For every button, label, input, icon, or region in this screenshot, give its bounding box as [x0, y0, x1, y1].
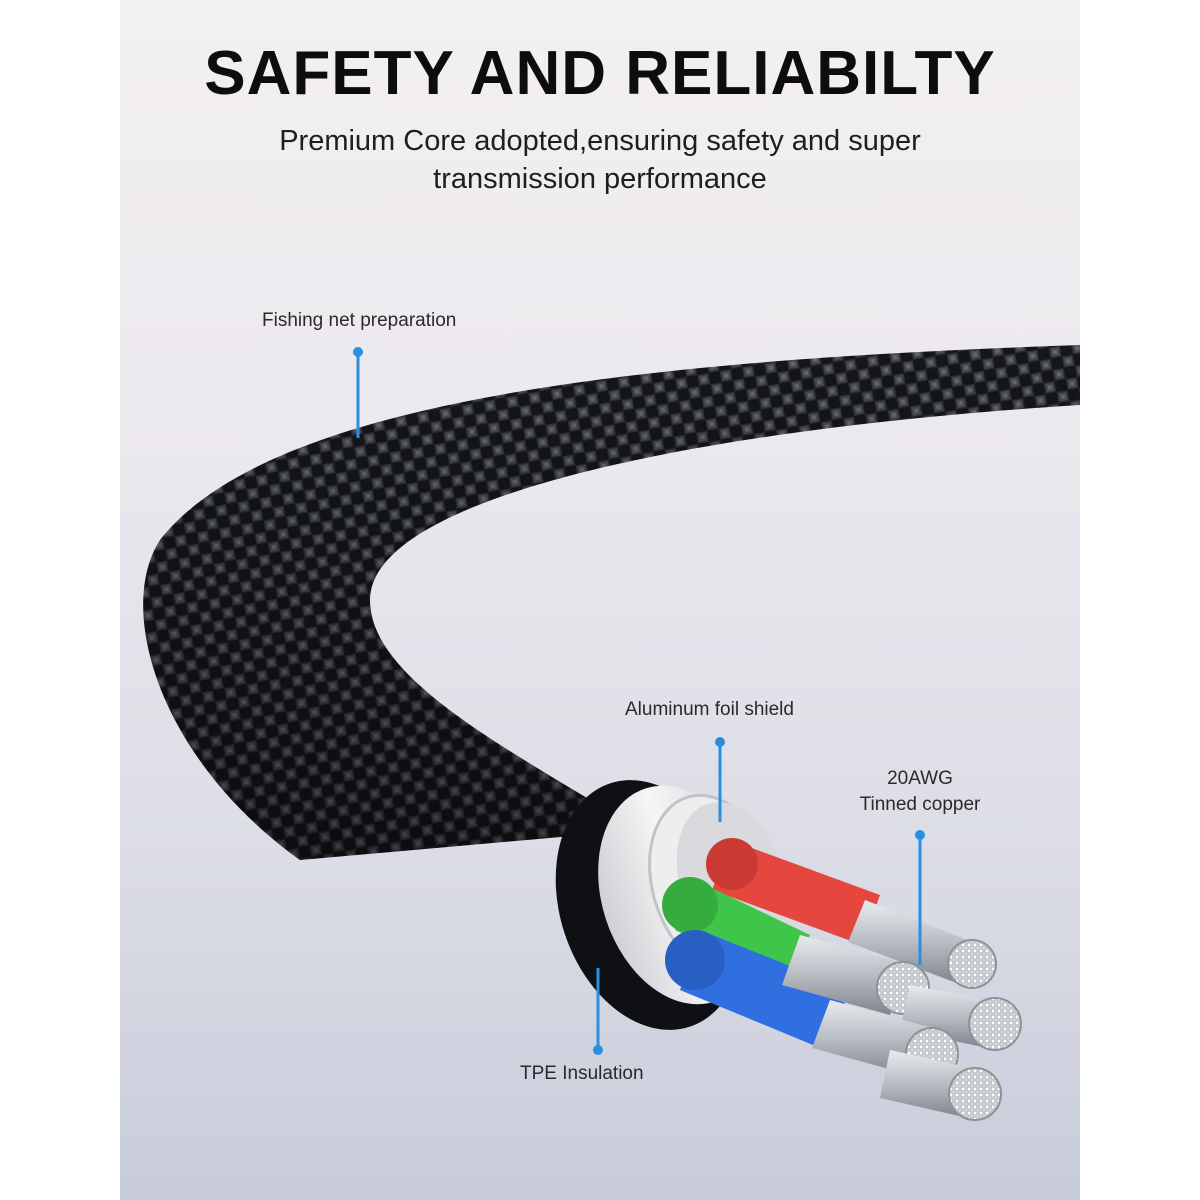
page-title: SAFETY AND RELIABILTY: [204, 39, 996, 108]
callout-insulation: TPE Insulation: [520, 1063, 644, 1084]
tinned-copper-strands: [782, 900, 1022, 1121]
callout-copper: 20AWG Tinned copper: [840, 766, 1000, 818]
callout-copper-gauge: 20AWG: [887, 768, 953, 789]
callout-copper-material: Tinned copper: [859, 794, 981, 815]
subtitle-line-1: Premium Core adopted,ensuring safety and…: [279, 125, 921, 157]
page-subtitle: Premium Core adopted,ensuring safety and…: [180, 122, 1020, 198]
cable-illustration: [143, 345, 1080, 1121]
callout-foil: Aluminum foil shield: [625, 699, 794, 720]
subtitle-line-2: transmission performance: [433, 163, 767, 195]
callout-braid: Fishing net preparation: [262, 310, 457, 331]
product-diagram-canvas: SAFETY AND RELIABILTY Premium Core adopt…: [120, 0, 1080, 1200]
